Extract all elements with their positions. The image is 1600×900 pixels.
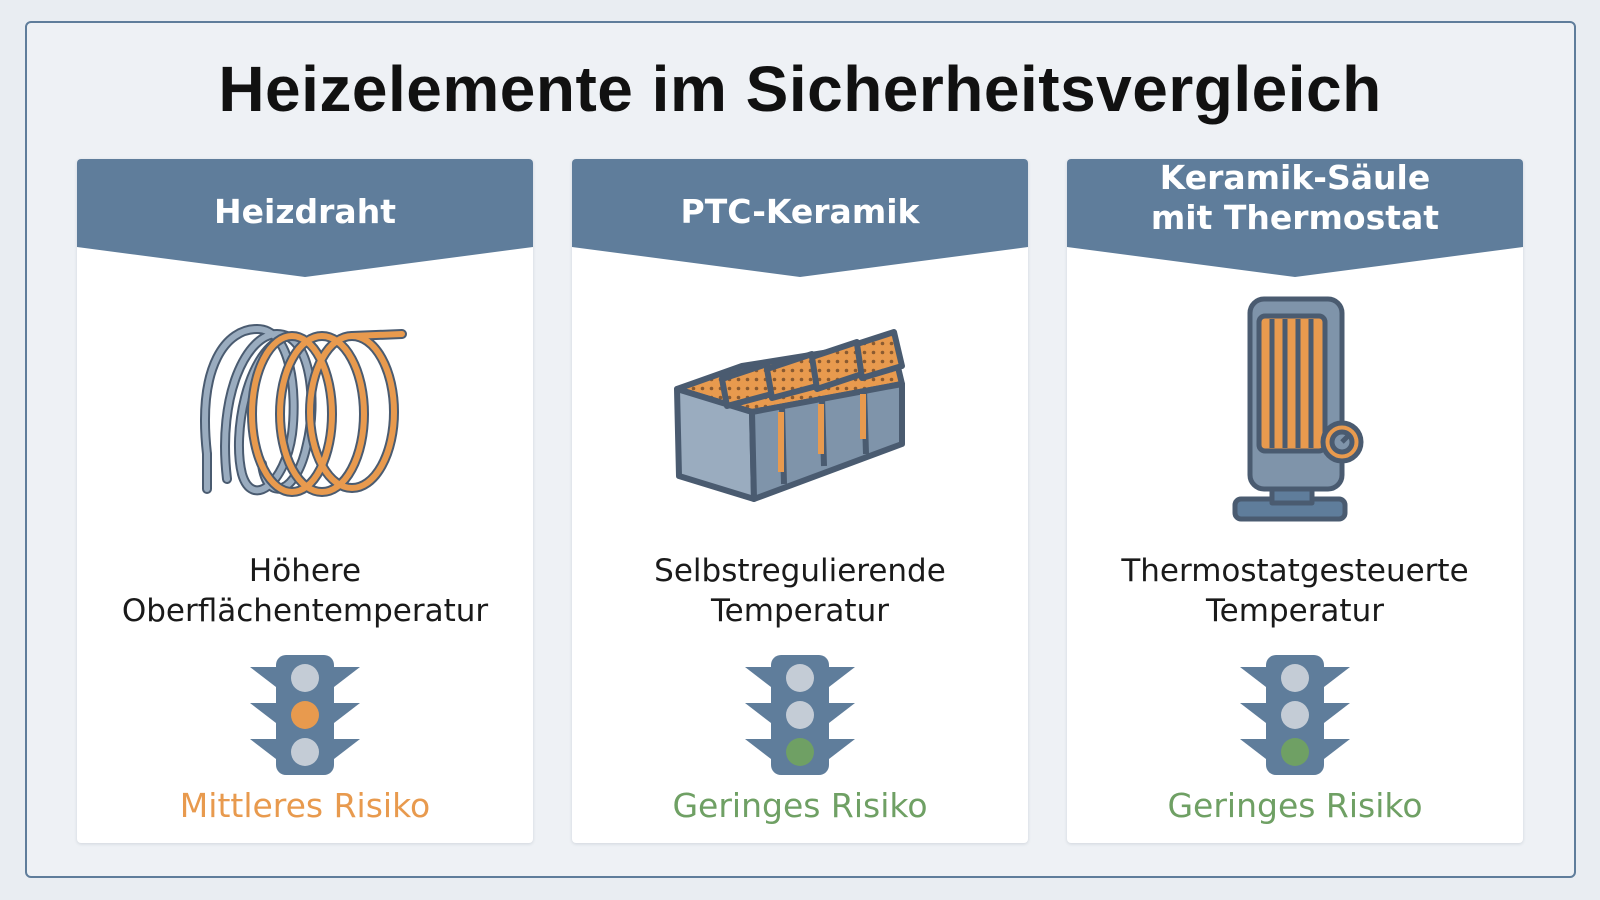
traffic-light-icon xyxy=(250,655,360,775)
card-description: Selbstregulierende Temperatur xyxy=(654,553,946,629)
traffic-light-red xyxy=(291,664,319,692)
traffic-light-yellow xyxy=(1281,701,1309,729)
traffic-light-green xyxy=(291,738,319,766)
card-description: Thermostatgesteuerte Temperatur xyxy=(1121,553,1469,629)
card-header: PTC-Keramik xyxy=(572,159,1028,279)
traffic-light-yellow xyxy=(786,701,814,729)
card-heizdraht: Heizdraht xyxy=(77,159,533,843)
card-title: PTC-Keramik xyxy=(680,192,920,231)
page-title: Heizelemente im Sicherheitsvergleich xyxy=(218,53,1382,125)
traffic-light-icon xyxy=(745,655,855,775)
risk-label: Geringes Risiko xyxy=(1167,786,1423,825)
card-header: Heizdraht xyxy=(77,159,533,279)
traffic-light-icon xyxy=(1240,655,1350,775)
risk-label: Geringes Risiko xyxy=(672,786,928,825)
card-ptc-keramik: PTC-Keramik xyxy=(572,159,1028,843)
card-description: Höhere Oberflächentemperatur xyxy=(121,553,489,629)
traffic-light-green xyxy=(1281,738,1309,766)
card-title: Heizdraht xyxy=(214,192,396,231)
risk-label: Mittleres Risiko xyxy=(179,786,431,825)
card-keramik-saeule: Keramik-Säule mit Thermostat xyxy=(1067,159,1523,843)
card-header: Keramik-Säule mit Thermostat xyxy=(1067,159,1523,279)
traffic-light-red xyxy=(1281,664,1309,692)
ptc-ceramic-block-icon xyxy=(572,294,1028,544)
heating-wire-coil-icon xyxy=(77,294,533,544)
traffic-light-green xyxy=(786,738,814,766)
ceramic-tower-heater-icon xyxy=(1067,294,1523,544)
traffic-light-yellow xyxy=(291,701,319,729)
traffic-light-red xyxy=(786,664,814,692)
card-title: Keramik-Säule mit Thermostat xyxy=(1150,159,1440,237)
